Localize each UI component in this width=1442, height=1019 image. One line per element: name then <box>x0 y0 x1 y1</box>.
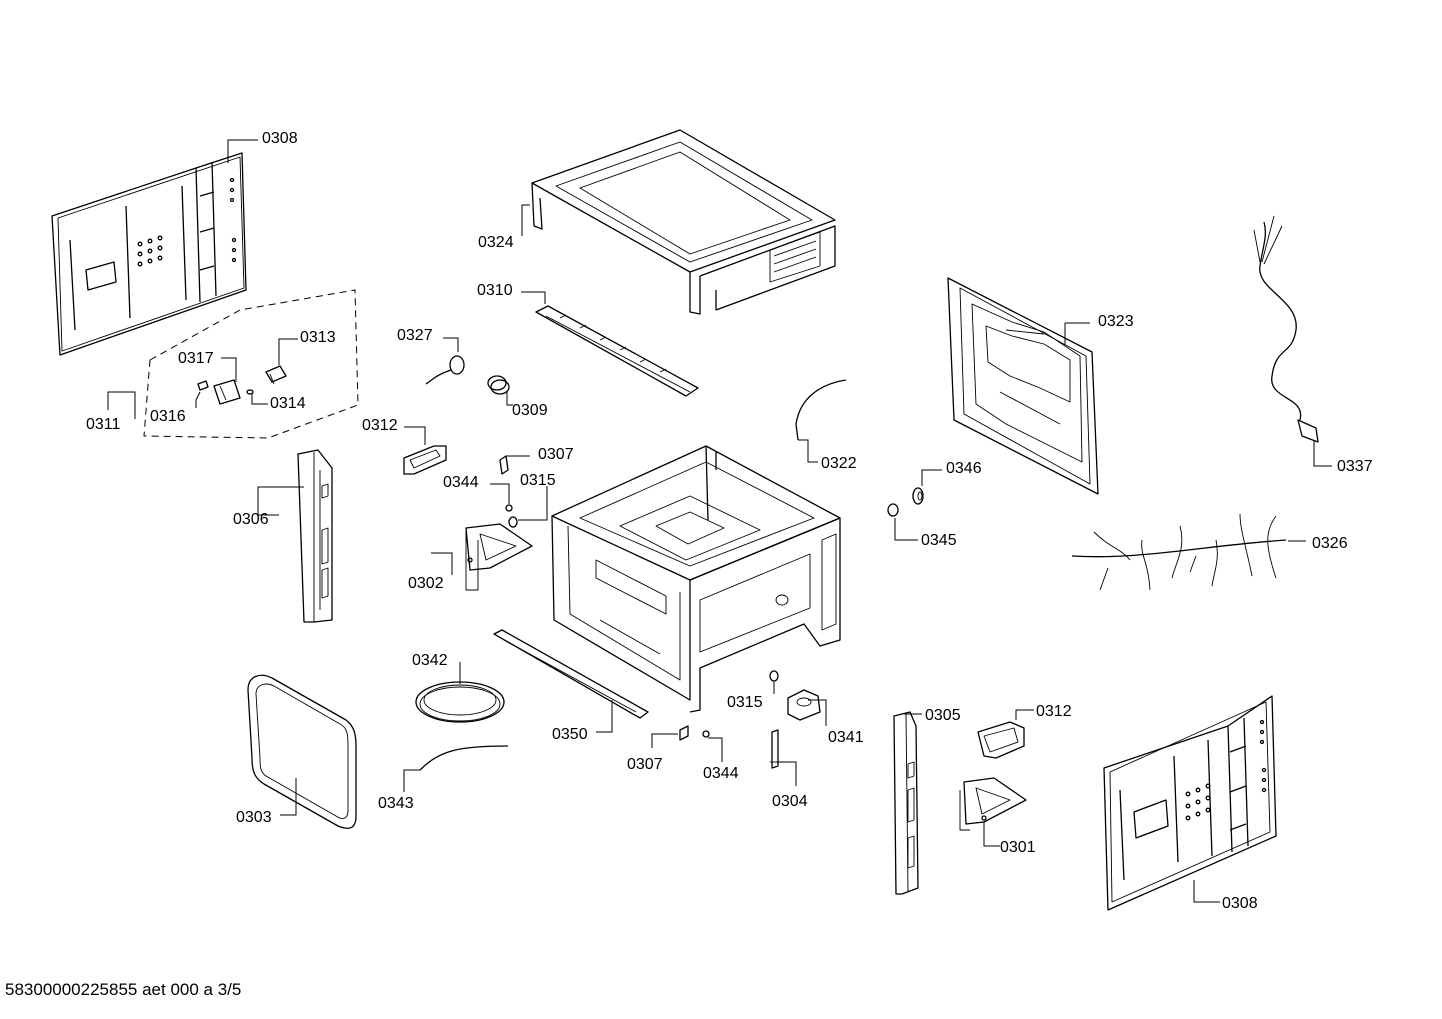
label-0343: 0343 <box>378 795 414 812</box>
part-0341-motor-mount <box>787 689 821 721</box>
label-0303: 0303 <box>236 809 272 826</box>
part-0346-bulb <box>912 487 924 505</box>
part-oven-cavity <box>551 445 841 713</box>
label-0302: 0302 <box>408 575 444 592</box>
label-0324: 0324 <box>478 234 514 251</box>
part-0302-corner-bracket <box>465 523 533 591</box>
part-0326-wire-harness <box>1071 513 1287 591</box>
part-0323-door-frame <box>947 277 1099 495</box>
label-0308: 0308 <box>262 130 298 147</box>
label-0312: 0312 <box>362 417 398 434</box>
label-0307: 0307 <box>538 446 574 463</box>
part-0315-fastener <box>508 516 518 528</box>
part-0303-door-seal <box>247 674 357 829</box>
part-0342-turntable <box>415 681 505 723</box>
label-0327: 0327 <box>397 327 433 344</box>
part-0312-handle-right <box>977 721 1025 759</box>
label-0311: 0311 <box>86 416 121 433</box>
part-0337-power-cord <box>1253 215 1319 443</box>
label-0301: 0301 <box>1000 839 1036 856</box>
label-0344-lower: 0344 <box>703 765 739 782</box>
label-0346: 0346 <box>946 460 982 477</box>
label-0313: 0313 <box>300 329 336 346</box>
label-0316: 0316 <box>150 408 186 425</box>
part-0314-small-part <box>246 389 254 395</box>
label-0317: 0317 <box>178 350 214 367</box>
part-0307-clip-lower <box>679 725 689 741</box>
part-0310-rail <box>535 305 699 397</box>
part-0308-side-panel-left <box>51 152 247 356</box>
part-0315-fastener-lower <box>769 670 779 682</box>
label-0314: 0314 <box>270 395 306 412</box>
part-0313-switch <box>265 365 287 385</box>
label-0337: 0337 <box>1337 458 1373 475</box>
label-0304: 0304 <box>772 793 808 810</box>
label-0350: 0350 <box>552 726 588 743</box>
part-0308-side-panel-right <box>1103 695 1277 911</box>
part-0344-screw-lower <box>702 730 710 738</box>
label-0342: 0342 <box>412 652 448 669</box>
label-0307-lower: 0307 <box>627 756 663 773</box>
label-0326: 0326 <box>1312 535 1348 552</box>
part-0307-clip <box>499 455 509 475</box>
part-0316-small-part <box>197 380 209 391</box>
part-0317-lamp-holder <box>213 379 241 405</box>
label-0315-lower: 0315 <box>727 694 763 711</box>
part-0324-top-cover <box>531 129 836 315</box>
label-0308-right: 0308 <box>1222 895 1258 912</box>
label-0312-right: 0312 <box>1036 703 1072 720</box>
label-0306: 0306 <box>233 511 269 528</box>
part-0312-handle-left <box>403 445 447 475</box>
part-0350-rail <box>493 629 649 719</box>
part-0327-cable <box>425 355 465 385</box>
label-0323: 0323 <box>1098 313 1134 330</box>
label-0341: 0341 <box>828 729 864 746</box>
part-0309-knob <box>487 375 510 395</box>
part-0306-vertical-bracket <box>297 449 333 623</box>
part-0343-wire <box>419 745 509 771</box>
label-0344: 0344 <box>443 474 479 491</box>
label-0345: 0345 <box>921 532 957 549</box>
document-id-footer: 58300000225855 aet 000 a 3/5 <box>5 980 242 999</box>
part-0305-vertical-bracket <box>893 711 919 895</box>
label-0310: 0310 <box>477 282 513 299</box>
part-0344-screw <box>505 504 513 512</box>
label-0309: 0309 <box>512 402 548 419</box>
part-0345-ring <box>887 503 899 517</box>
part-0322-wire <box>795 379 847 441</box>
part-0301-corner-bracket <box>959 777 1027 831</box>
label-0322: 0322 <box>821 455 857 472</box>
label-0315: 0315 <box>520 472 556 489</box>
label-0305: 0305 <box>925 707 961 724</box>
